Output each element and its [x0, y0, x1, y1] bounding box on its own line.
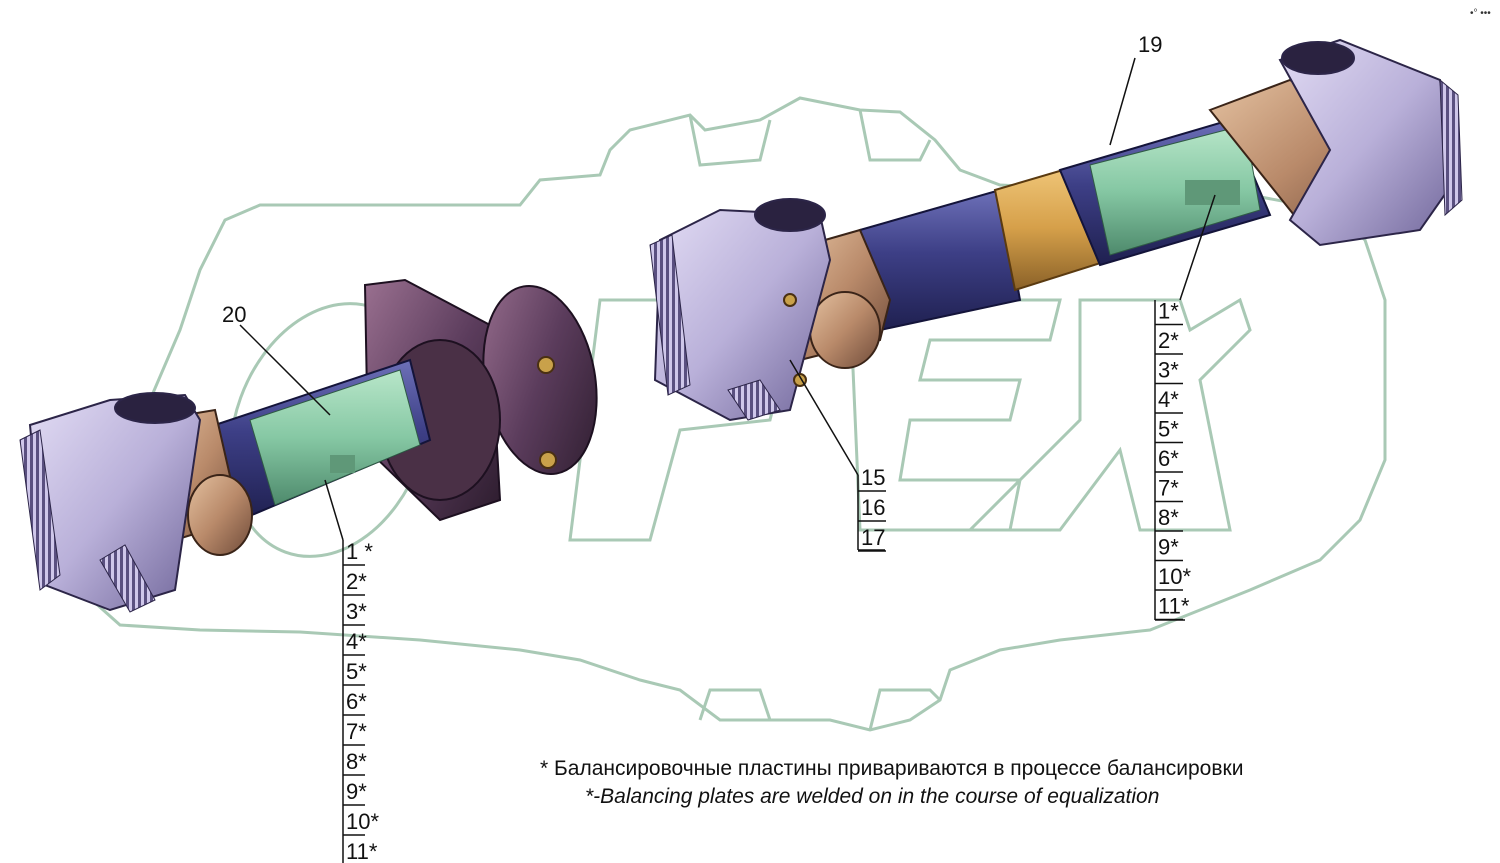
joint-callout-stack: 15 16 17	[861, 465, 885, 550]
right-callout-1: 1*	[1158, 299, 1179, 324]
joint-stack-dividers	[858, 490, 886, 552]
right-callout-6: 6*	[1158, 446, 1179, 471]
note-english: *-Balancing plates are welded on in the …	[585, 785, 1159, 808]
left-callout-10: 10*	[346, 809, 379, 834]
gear-watermark-icon	[86, 96, 1387, 732]
corner-mark: •° •••	[1470, 8, 1491, 19]
left-callout-7: 7*	[346, 719, 367, 744]
left-callout-2: 2*	[346, 569, 367, 594]
left-stack-dividers	[343, 564, 365, 836]
left-callout-8: 8*	[346, 749, 367, 774]
right-callout-4: 4*	[1158, 387, 1179, 412]
left-callout-stack: 1 * 2* 3* 4* 5* 6* 7* 8* 9* 10* 11*	[346, 539, 379, 863]
joint-callout-3: 17	[861, 525, 885, 550]
left-callout-6: 6*	[346, 689, 367, 714]
joint-callout-2: 16	[861, 495, 885, 520]
note-russian: * Балансировочные пластины привариваются…	[540, 757, 1243, 780]
cardan-shaft-left	[19, 278, 598, 613]
left-callout-1: 1 *	[346, 539, 373, 564]
right-callout-10: 10*	[1158, 564, 1191, 589]
callout-19: 19	[1138, 32, 1162, 57]
left-callout-11: 11*	[346, 839, 378, 863]
right-callout-3: 3*	[1158, 358, 1179, 383]
joint-callout-1: 15	[861, 465, 885, 490]
left-callout-4: 4*	[346, 629, 367, 654]
callout-20: 20	[222, 302, 246, 327]
right-callout-stack: 1* 2* 3* 4* 5* 6* 7* 8* 9* 10* 11*	[1158, 299, 1191, 619]
right-callout-7: 7*	[1158, 476, 1179, 501]
right-callout-9: 9*	[1158, 535, 1179, 560]
right-callout-5: 5*	[1158, 417, 1179, 442]
cardan-shaft-right	[649, 38, 1463, 422]
right-callout-2: 2*	[1158, 328, 1179, 353]
left-callout-3: 3*	[346, 599, 367, 624]
right-callout-11: 11*	[1158, 594, 1190, 619]
left-callout-9: 9*	[346, 779, 367, 804]
left-callout-5: 5*	[346, 659, 367, 684]
right-callout-8: 8*	[1158, 505, 1179, 530]
right-stack-dividers	[1155, 323, 1183, 621]
